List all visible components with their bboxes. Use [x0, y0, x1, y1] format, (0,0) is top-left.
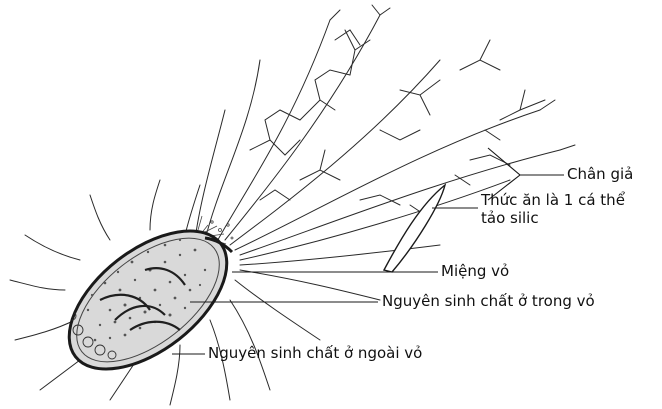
label-pseudopodia: Chân giả [567, 165, 633, 183]
label-outer-protoplasm: Nguyên sinh chất ở ngoài vỏ [208, 344, 422, 362]
label-food-line2: tảo silic [481, 209, 625, 227]
label-food: Thức ăn là 1 cá thể tảo silic [481, 191, 625, 227]
label-inner-protoplasm: Nguyên sinh chất ở trong vỏ [382, 292, 595, 310]
label-food-line1: Thức ăn là 1 cá thể [481, 191, 625, 209]
diatom-food [384, 185, 445, 272]
label-shell-mouth: Miệng vỏ [441, 262, 509, 280]
shell [45, 204, 252, 396]
